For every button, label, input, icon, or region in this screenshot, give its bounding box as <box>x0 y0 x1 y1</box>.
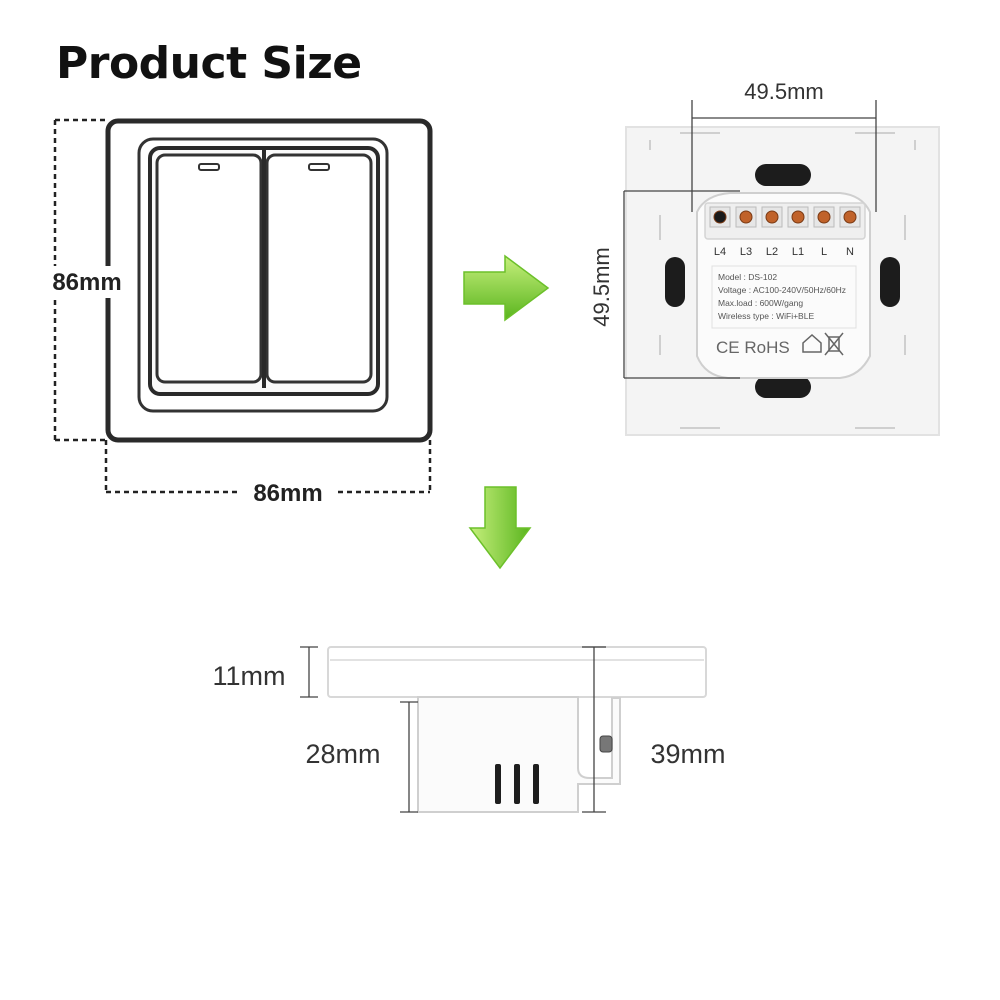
certification-marks: CE RoHS <box>716 338 790 357</box>
vent-slot <box>533 764 539 804</box>
terminal-screw <box>739 210 753 224</box>
weee-bin-icon <box>824 332 844 356</box>
plate-thickness-label: 11mm <box>212 661 285 691</box>
arrow-down-icon <box>468 486 532 570</box>
front-height-label: 86mm <box>52 269 121 296</box>
terminal-label: L4 <box>714 246 726 258</box>
bottom-mounting-slot <box>755 376 811 398</box>
spec-line-voltage: Voltage : AC100-240V/50Hz/60Hz <box>718 285 846 295</box>
spec-line-wireless: Wireless type : WiFi+BLE <box>718 311 814 321</box>
terminal-screw <box>713 210 727 224</box>
house-icon <box>802 333 822 353</box>
page-title: Product Size <box>56 38 362 89</box>
side-screw <box>599 735 613 753</box>
spec-line-model: Model : DS-102 <box>718 272 777 282</box>
side-plate <box>327 646 707 698</box>
spec-label-box <box>711 265 857 329</box>
terminal-screw <box>791 210 805 224</box>
side-module-box <box>417 696 621 813</box>
spec-line-maxload: Max.load : 600W/gang <box>718 298 803 308</box>
back-top-dimension-label: 49.5mm <box>744 79 823 104</box>
back-dimension-lines <box>623 100 877 379</box>
terminal-label: L <box>821 246 827 258</box>
left-rocker-button <box>155 153 263 384</box>
right-mounting-slot <box>880 257 900 307</box>
side-view-switch <box>300 646 707 813</box>
left-mounting-slot <box>665 257 685 307</box>
vent-slot <box>495 764 501 804</box>
terminal-label: L3 <box>740 246 752 258</box>
total-depth-label: 39mm <box>650 739 725 769</box>
terminal-screw <box>817 210 831 224</box>
back-side-dimension-label: 49.5mm <box>589 247 614 326</box>
terminal-screw <box>843 210 857 224</box>
right-rocker-button <box>265 153 373 384</box>
top-mounting-slot <box>755 164 811 186</box>
arrow-right-icon <box>463 254 550 322</box>
terminal-label: N <box>846 246 854 258</box>
left-indicator-light <box>198 163 220 171</box>
box-depth-label: 28mm <box>305 739 380 769</box>
front-view-switch <box>53 118 433 494</box>
side-dimension-lines <box>300 646 606 813</box>
right-indicator-light <box>308 163 330 171</box>
front-width-label: 86mm <box>253 480 322 507</box>
terminal-screw <box>765 210 779 224</box>
terminal-label: L2 <box>766 246 778 258</box>
back-view-switch: L4 L3 L2 L1 L N Model : DS-102 Voltage : AC10… <box>623 100 940 436</box>
vent-slot <box>514 764 520 804</box>
terminal-label: L1 <box>792 246 804 258</box>
